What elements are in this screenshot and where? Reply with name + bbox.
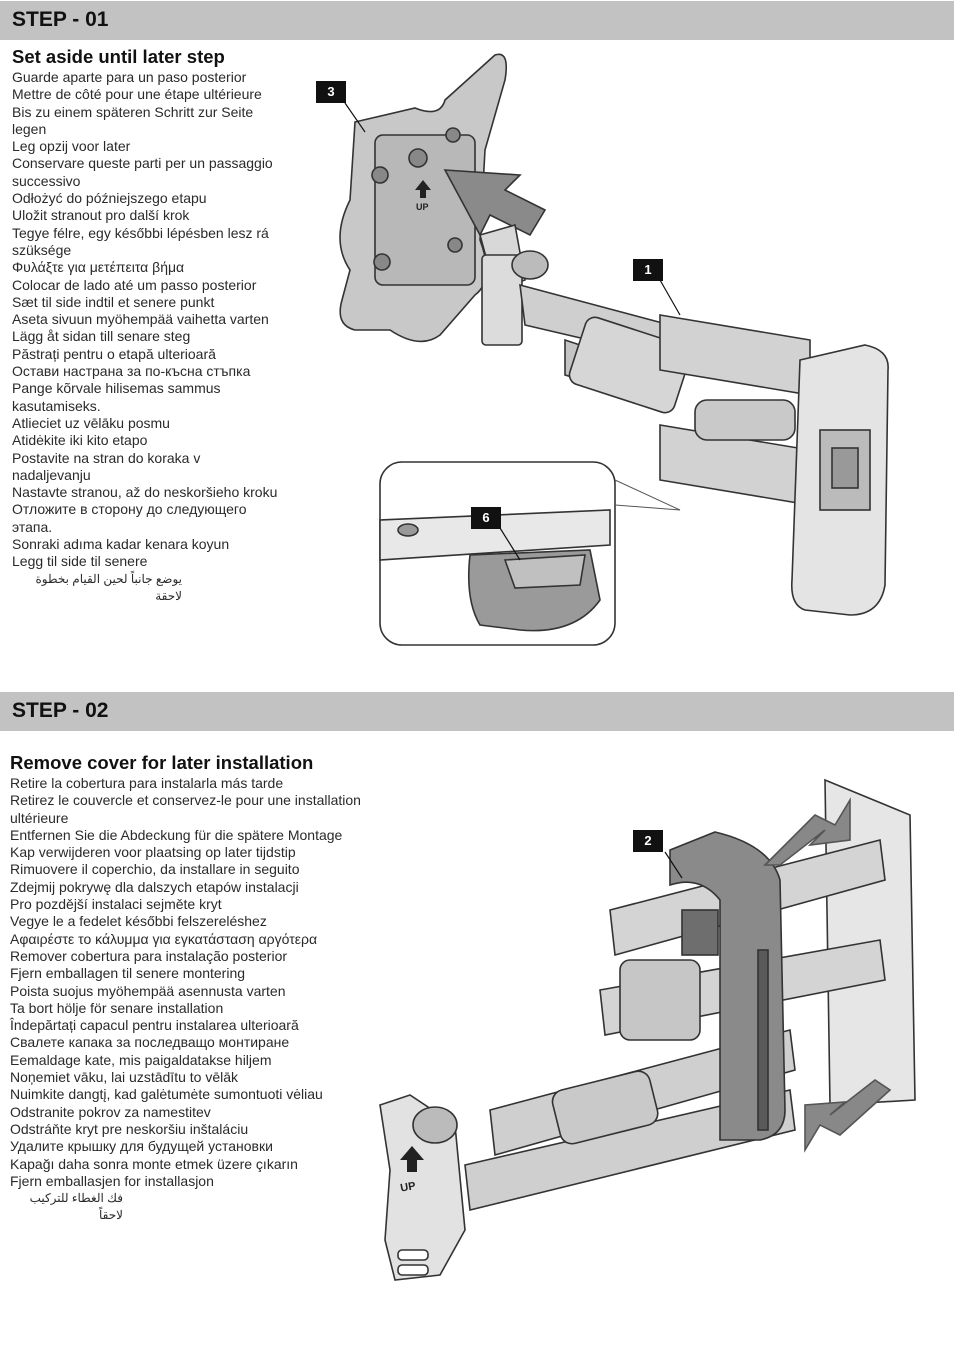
translation-line: Entfernen Sie die Abdeckung für die spät…: [10, 826, 343, 843]
translation-line: Zdejmij pokrywę dla dalszych etapów inst…: [10, 878, 299, 895]
translation-line: Fjern emballasjen for installasjon: [10, 1172, 214, 1189]
translation-line: Удалите крышку для будущей установки: [10, 1138, 273, 1155]
translation-line: Aseta sivuun myöhempää vaihetta varten: [12, 311, 269, 328]
translation-line: Postavite na stran do koraka v: [12, 449, 201, 466]
step-02-title: STEP - 02: [12, 699, 109, 722]
remove-arrow-bottom-icon: [804, 1079, 892, 1153]
step-01-up-label: UP: [416, 202, 429, 212]
translation-line: Sæt til side indtil et senere punkt: [12, 293, 215, 310]
translation-line: Αφαιρέστε το κάλυμμα για εγκατάσταση αργ…: [10, 930, 318, 947]
remove-arrow-top-icon: [763, 797, 851, 866]
step-02-translations: Retire la cobertura para instalarla más …: [10, 775, 390, 1190]
translation-line: Fjern emballagen til senere montering: [10, 965, 246, 982]
translation-line: Свалете капака за последващо монтиране: [10, 1034, 290, 1051]
callout-3: 3: [316, 81, 346, 103]
callout-6: 6: [471, 507, 501, 529]
translation-line: Uložit stranout pro další krok: [12, 207, 190, 224]
translation-line: Sonraki adıma kadar kenara koyun: [12, 536, 230, 553]
translation-line: Remover cobertura para instalação poster…: [10, 947, 288, 964]
translation-line: successivo: [12, 172, 81, 189]
step-01-instructions: Set aside until later step Guarde aparte…: [12, 46, 302, 605]
translation-line: Nuimkite dangtį, kad galėtumėte sumontuo…: [10, 1086, 323, 1103]
translation-line: Odstráňte kryt pre neskoršiu inštaláciu: [10, 1120, 249, 1137]
translation-line: nadaljevanju: [12, 466, 91, 483]
translation-line: Kap verwijderen voor plaatsing op later …: [10, 844, 296, 861]
translation-line: Poista suojus myöhempää asennusta varten: [10, 982, 286, 999]
translation-line: Tegye félre, egy későbbi lépésben lesz r…: [12, 224, 269, 241]
translation-line: Pange kõrvale hilisemas sammus: [12, 380, 221, 397]
arm-cover: [669, 831, 786, 1141]
step-01-heading: Set aside until later step: [12, 46, 225, 67]
translation-line: Rimuovere il coperchio, da installare in…: [10, 861, 300, 878]
step-02-illustration: UP: [379, 778, 916, 1281]
direction-arrow-icon: [443, 169, 547, 237]
translation-line: Отложите в сторону до следующего: [12, 501, 247, 518]
translation-line: Atlieciet uz vēlāku posmu: [12, 414, 170, 431]
translation-line: Colocar de lado até um passo posterior: [12, 276, 257, 293]
translation-line: Odłożyć do późniejszego etapu: [12, 190, 207, 207]
translation-line: ultérieure: [10, 809, 69, 826]
up-arrow-icon: [415, 180, 431, 198]
translation-line: legen: [12, 120, 47, 137]
translation-line: Retire la cobertura para instalarla más …: [10, 775, 284, 791]
translation-line: Eemaldage kate, mis paigaldatakse hiljem: [10, 1051, 272, 1068]
step-02-heading: Remove cover for later installation: [10, 752, 314, 773]
step-01-header: STEP - 01: [0, 1, 954, 40]
step-02-header: STEP - 02: [0, 692, 954, 731]
step-02-instructions: Remove cover for later installation Reti…: [10, 752, 390, 1225]
translation-line: Noņemiet vāku, lai uzstādītu to vēlāk: [10, 1069, 239, 1086]
step-01-illustration: UP: [339, 53, 889, 646]
translation-line: Odstranite pokrov za namestitev: [10, 1103, 211, 1120]
translation-line: Nastavte stranou, až do neskoršieho krok…: [12, 484, 278, 501]
translation-line: Φυλάξτε για μετέπειτα βήμα: [12, 259, 185, 276]
translation-line: Mettre de côté pour une étape ultérieure: [12, 86, 262, 103]
translation-line: Atidėkite iki kito etapo: [12, 432, 148, 449]
translation-line: Pro pozdější instalaci sejměte kryt: [10, 896, 222, 913]
callout-1: 1: [633, 259, 663, 281]
translation-line: szüksége: [12, 241, 72, 258]
callout-2: 2: [633, 830, 663, 852]
translation-line: Vegye le a fedelet későbbi felszereléshe…: [10, 913, 267, 930]
translation-line: Остави настрана за по-късна стъпка: [12, 363, 251, 380]
step-01-arabic: يوضع جانباً لحين القيام بخطوة لاحقة: [35, 571, 182, 603]
translation-line: kasutamiseks.: [12, 397, 101, 414]
translation-line: Îndepărtați capacul pentru instalarea ul…: [10, 1017, 299, 1034]
translation-line: Guarde aparte para un paso posterior: [12, 69, 247, 85]
translation-line: Legg til side til senere: [12, 553, 148, 570]
step-02-up-label: UP: [399, 1180, 416, 1194]
translation-line: Bis zu einem späteren Schritt zur Seite: [12, 103, 254, 120]
step-02-arabic: فك الغطاء للتركيب لاحقاً: [29, 1191, 123, 1223]
translation-line: Păstrați pentru o etapă ulterioară: [12, 345, 216, 362]
translation-line: Kapağı daha sonra monte etmek üzere çıka…: [10, 1155, 298, 1172]
up-arrow-icon: [400, 1146, 424, 1172]
translation-line: Conservare queste parti per un passaggio: [12, 155, 273, 172]
step-01-title: STEP - 01: [12, 8, 109, 31]
translation-line: Ta bort hölje för senare installation: [10, 999, 224, 1016]
translation-line: Retirez le couvercle et conservez-le pou…: [10, 792, 361, 809]
translation-line: этапа.: [12, 518, 53, 535]
translation-line: Leg opzij voor later: [12, 138, 131, 155]
translation-line: Lägg åt sidan till senare steg: [12, 328, 191, 345]
